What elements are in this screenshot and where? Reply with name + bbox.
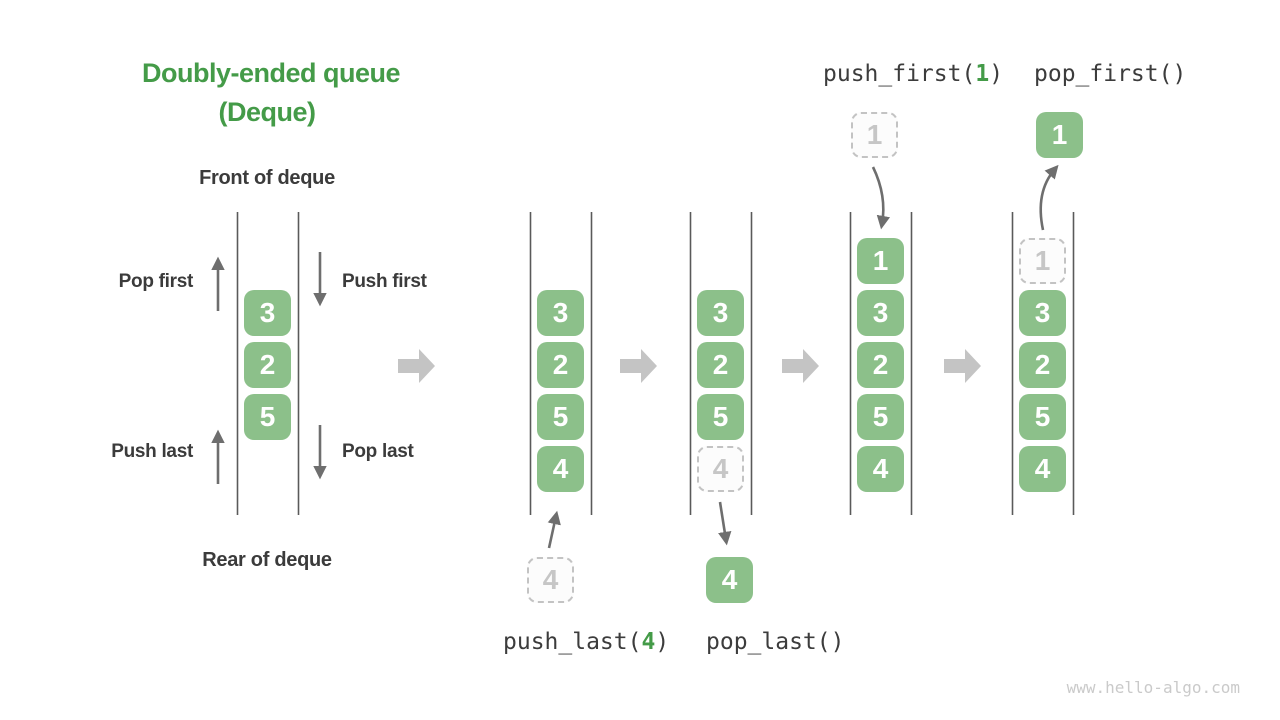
push-first-insert-arrow-icon <box>871 166 891 230</box>
deque-cell: 5 <box>697 394 744 440</box>
staged-cell: 1 <box>851 112 898 158</box>
block-arrow-icon-1 <box>398 349 435 383</box>
op-arg: 1 <box>975 61 990 87</box>
deque-cell: 2 <box>857 342 904 388</box>
deque-cell: 3 <box>697 290 744 336</box>
deque-cell: 5 <box>244 394 291 440</box>
push-first-op-label: push_first(1) <box>823 59 1003 89</box>
deque-cell: 5 <box>857 394 904 440</box>
pop-last-label: Pop last <box>342 441 414 462</box>
diagram-title-line1: Doubly-ended queue <box>141 58 401 88</box>
pop-first-op-label: pop_first() <box>1034 61 1187 87</box>
deque-cell: 2 <box>1019 342 1066 388</box>
pop-first-label: Pop first <box>118 271 194 292</box>
popped-cell: 4 <box>706 557 753 603</box>
step-block-arrows <box>398 349 981 383</box>
popped-cell: 1 <box>1036 112 1083 158</box>
deque-cell: 3 <box>1019 290 1066 336</box>
deque-cell: 4 <box>537 446 584 492</box>
block-arrow-icon-3 <box>782 349 819 383</box>
op-text: push_first( <box>823 61 976 87</box>
op-text: push_last( <box>503 629 642 655</box>
push-last-insert-arrow-icon <box>547 510 561 549</box>
front-of-deque-label: Front of deque <box>199 167 335 189</box>
rear-of-deque-label: Rear of deque <box>202 549 332 571</box>
staged-cell: 4 <box>527 557 574 603</box>
block-arrow-icon-4 <box>944 349 981 383</box>
block-arrow-icon-2 <box>620 349 657 383</box>
diagram-title-line2: (Deque) <box>218 97 317 127</box>
deque-cell: 5 <box>1019 394 1066 440</box>
pop-last-op-label: pop_last() <box>706 629 845 655</box>
deque-cell: 2 <box>537 342 584 388</box>
pop-last-remove-arrow-icon <box>718 501 732 546</box>
watermark: www.hello-algo.com <box>1066 678 1240 697</box>
deque-cell: 3 <box>244 290 291 336</box>
ghost-cell: 4 <box>697 446 744 492</box>
deque-cell: 4 <box>1019 446 1066 492</box>
push-first-label: Push first <box>342 271 427 292</box>
op-text: ) <box>655 629 670 655</box>
deque-cell: 3 <box>537 290 584 336</box>
deque-cell: 2 <box>244 342 291 388</box>
queue-walls <box>236 212 1075 515</box>
op-arg: 4 <box>641 629 656 655</box>
deque-cell: 3 <box>857 290 904 336</box>
op-text: ) <box>989 61 1004 87</box>
ghost-cell: 1 <box>1019 238 1066 284</box>
push-last-label: Push last <box>111 441 193 462</box>
deque-cell: 1 <box>857 238 904 284</box>
stage-transfer-arrows <box>547 164 1059 549</box>
push-last-op-label: push_last(4) <box>503 627 669 657</box>
pop-first-remove-arrow-icon <box>1039 164 1059 231</box>
operation-direction-arrows <box>211 252 327 484</box>
deque-cell: 5 <box>537 394 584 440</box>
deque-cell: 2 <box>697 342 744 388</box>
deque-cell: 4 <box>857 446 904 492</box>
